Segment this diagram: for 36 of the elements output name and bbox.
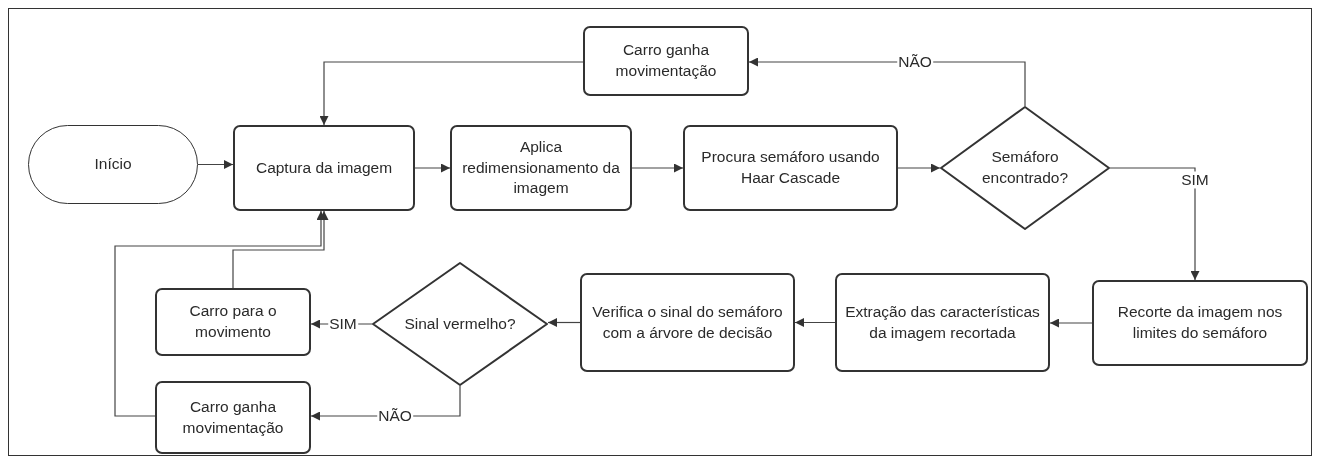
arrow (232, 210, 329, 289)
arrow (319, 61, 584, 126)
node-text: Aplica redimensionamento da imagem (461, 136, 621, 199)
arrow (794, 318, 836, 327)
decision-diamond (940, 106, 1110, 230)
node-text: Carro ganha movimentação (614, 40, 718, 81)
arrow (114, 210, 326, 417)
node-text: Carro ganha movimentação (181, 396, 285, 438)
process-box (835, 273, 1050, 372)
node-text: Captura da imagem (255, 157, 393, 178)
node-text: Recorte da imagem nos limites do semáforo (1116, 302, 1284, 343)
node-text: Verifica o sinal do semáforo com a árvore de decisão (591, 301, 784, 343)
arrow (1049, 318, 1093, 328)
process-box (155, 288, 311, 356)
node-text: Extração das características da imagem recortada (845, 301, 1040, 343)
arrow (547, 318, 581, 327)
node-text: Sinal vermelho? (404, 313, 516, 334)
process-box (233, 125, 415, 211)
decision-diamond (372, 262, 548, 386)
process-box (155, 381, 311, 454)
arrow (897, 163, 941, 173)
process-box (580, 273, 795, 372)
node-text: Início (94, 154, 132, 175)
arrow (414, 163, 451, 173)
process-box (683, 125, 898, 211)
arrow (631, 163, 684, 173)
node-text: Semáforo encontrado? (980, 147, 1070, 188)
arrow (748, 57, 1026, 107)
process-box (450, 125, 632, 211)
arrow (1109, 167, 1200, 281)
process-box (583, 26, 749, 96)
arrow (197, 160, 234, 169)
node-text: Carro para o movimento (188, 301, 278, 342)
process-box (1092, 280, 1308, 366)
edge-label: SIM (1180, 171, 1210, 189)
node-text: Procura semáforo usando Haar Cascade (700, 147, 881, 188)
